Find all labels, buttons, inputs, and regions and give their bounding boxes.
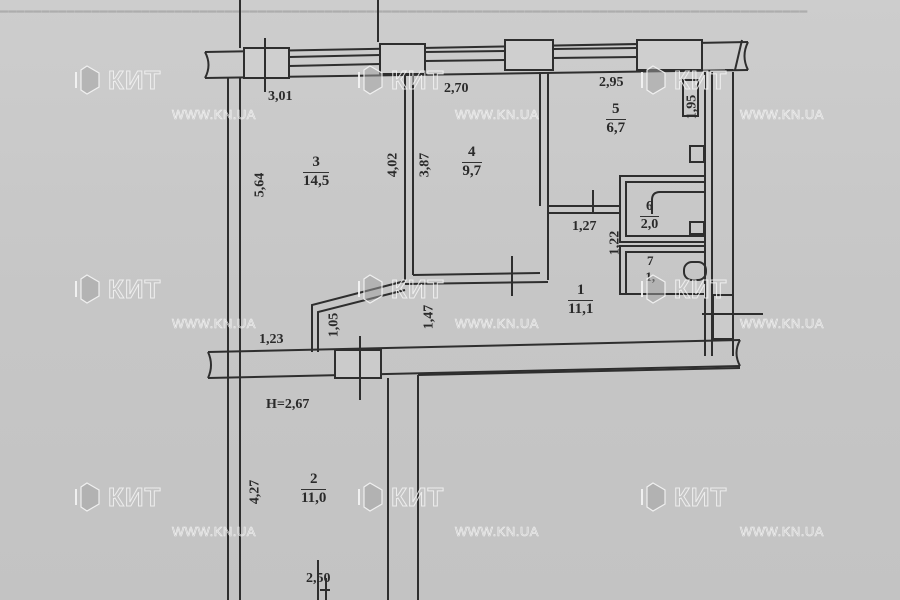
watermark-url: WWW.KN.UA — [740, 524, 824, 540]
dim-room4-width: 2,70 — [444, 81, 469, 96]
watermark-url: WWW.KN.UA — [172, 107, 256, 123]
dim-room4-length: 3,87 — [417, 152, 433, 178]
watermark-logo: КИТ — [355, 481, 444, 513]
watermark-url: WWW.KN.UA — [740, 107, 824, 123]
watermark-logo: КИТ — [355, 64, 444, 96]
kit-logo-icon — [75, 482, 100, 512]
dim-passage-c: 1,23 — [259, 332, 284, 347]
kit-logo-icon — [641, 274, 666, 304]
ceiling-height: H=2,67 — [266, 397, 310, 412]
dim-room5-side: 1,95 — [684, 94, 700, 120]
dim-room2-width: 2,50 — [306, 571, 331, 586]
kit-logo-icon — [358, 482, 383, 512]
room-number: 5 — [606, 101, 626, 120]
room-2-label: 2 11,0 — [301, 471, 327, 507]
watermark-url: WWW.KN.UA — [455, 524, 539, 540]
dim-corridor-width: 1,27 — [572, 219, 597, 234]
watermark-logo: КИТ — [72, 481, 161, 513]
room-number: 6 — [640, 199, 659, 217]
room-6-label: 6 2,0 — [640, 199, 659, 232]
watermark-url: WWW.KN.UA — [172, 316, 256, 332]
room-area: 6,7 — [606, 119, 626, 136]
room-number: 2 — [301, 471, 327, 490]
watermark-logo: КИТ — [72, 273, 161, 305]
kit-logo-icon — [641, 482, 666, 512]
watermark-url: WWW.KN.UA — [172, 524, 256, 540]
watermark-logo: КИТ — [638, 273, 727, 305]
room-number: 7 — [647, 253, 654, 268]
dim-room3-inner: 4,02 — [385, 152, 401, 178]
watermark-url: WWW.KN.UA — [455, 316, 539, 332]
watermark-logo: КИТ — [638, 64, 727, 96]
room-area: 2,0 — [640, 216, 659, 232]
dim-room2-length: 4,27 — [247, 479, 263, 505]
kit-logo-icon — [358, 65, 383, 95]
kit-logo-icon — [75, 274, 100, 304]
dim-passage-a: 1,05 — [326, 312, 342, 338]
room-4-label: 4 9,7 — [462, 144, 482, 180]
room-number: 1 — [568, 282, 594, 301]
kit-logo-icon — [358, 274, 383, 304]
room-number: 3 — [303, 154, 330, 173]
dim-room5-width: 2,95 — [599, 75, 624, 90]
watermark-url: WWW.KN.UA — [455, 107, 539, 123]
watermark-logo: КИТ — [72, 64, 161, 96]
room-area: 11,0 — [301, 489, 327, 506]
dim-passage-b: 1,47 — [421, 304, 437, 330]
room-3-label: 3 14,5 — [303, 154, 330, 190]
room-area: 14,5 — [303, 172, 330, 189]
room-area: 11,1 — [568, 300, 594, 317]
watermark-url: WWW.KN.UA — [740, 316, 824, 332]
kit-logo-icon — [75, 65, 100, 95]
room-area: 9,7 — [462, 162, 482, 179]
dim-bath-side: 1,22 — [607, 230, 623, 256]
watermark-logo: КИТ — [638, 481, 727, 513]
room-5-label: 5 6,7 — [606, 101, 626, 137]
dim-room3-width: 3,01 — [268, 89, 293, 104]
room-number: 4 — [462, 144, 482, 163]
room-1-label: 1 11,1 — [568, 282, 594, 318]
kit-logo-icon — [641, 65, 666, 95]
dim-room3-length: 5,64 — [252, 172, 268, 198]
watermark-logo: КИТ — [355, 273, 444, 305]
